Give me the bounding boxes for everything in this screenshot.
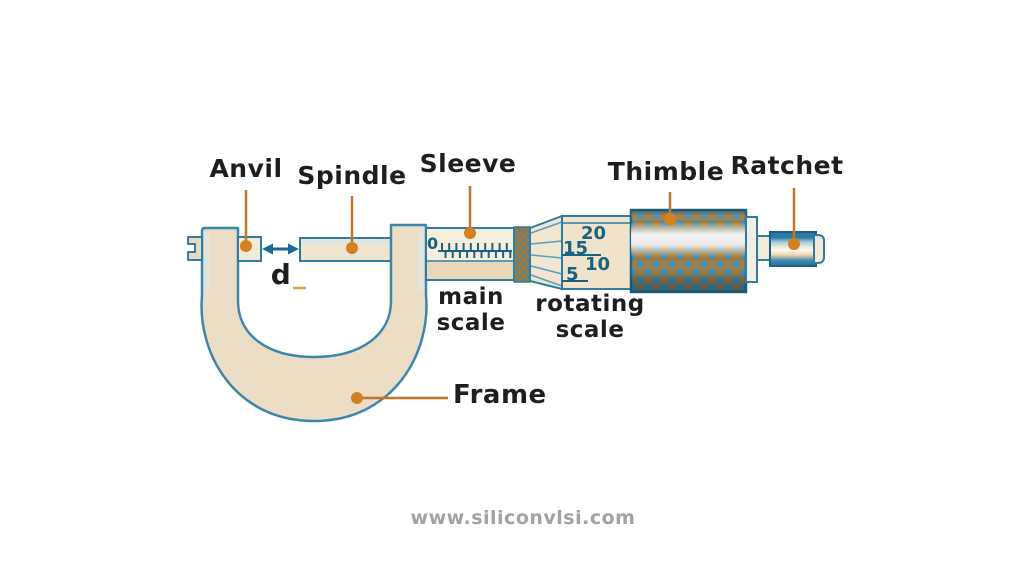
ratchet-leader-dot — [788, 238, 800, 250]
spindle-leader-dot — [346, 242, 358, 254]
thimble-leader-dot — [664, 213, 676, 225]
anvil-leader-dot — [240, 240, 252, 252]
gap-arrow — [262, 243, 299, 255]
leader-lines — [244, 186, 796, 400]
rotating-scale-value-15: 15 — [563, 238, 588, 259]
anvil-label: Anvil — [209, 154, 283, 183]
collar-shape — [745, 216, 758, 283]
knurl-junction-band — [513, 226, 531, 283]
thimble-shading — [631, 210, 746, 292]
rotating-scale-value-5: 5 — [566, 264, 579, 285]
main-scale-caption: main scale — [437, 284, 506, 336]
sleeve-leader-dot — [464, 227, 476, 239]
rotating-scale-value-10: 10 — [585, 254, 610, 275]
spindle-shape — [299, 237, 393, 262]
thimble-shape — [629, 208, 748, 294]
ratchet-shaft-shape — [756, 235, 772, 261]
ratchet-label: Ratchet — [730, 151, 844, 180]
watermark-text: www.siliconvlsi.com — [410, 507, 636, 529]
rotating-scale-face — [561, 215, 633, 290]
frame-leader-dot — [351, 392, 363, 404]
frame-shape — [200, 223, 428, 423]
rotating-scale-caption-line2: scale — [555, 317, 625, 343]
main-scale-caption-line2: scale — [436, 310, 506, 336]
frame-label: Frame — [453, 380, 547, 410]
taper-cone-shape — [529, 215, 563, 290]
rotating-scale-value-20: 20 — [581, 223, 606, 244]
main-scale-caption-line1: main — [438, 284, 504, 310]
rotating-scale-caption: rotating scale — [535, 291, 644, 343]
rotating-scale-caption-line1: rotating — [535, 291, 645, 317]
ratchet-end-cap — [813, 234, 825, 264]
spindle-label: Spindle — [297, 161, 407, 190]
leader-dots — [240, 213, 800, 404]
frame-notch-shape — [187, 236, 203, 261]
sleeve-label: Sleeve — [419, 149, 517, 178]
sleeve-zero-text: 0 — [427, 234, 438, 253]
thimble-label: Thimble — [607, 157, 725, 186]
gap-d-label: d — [270, 258, 292, 291]
